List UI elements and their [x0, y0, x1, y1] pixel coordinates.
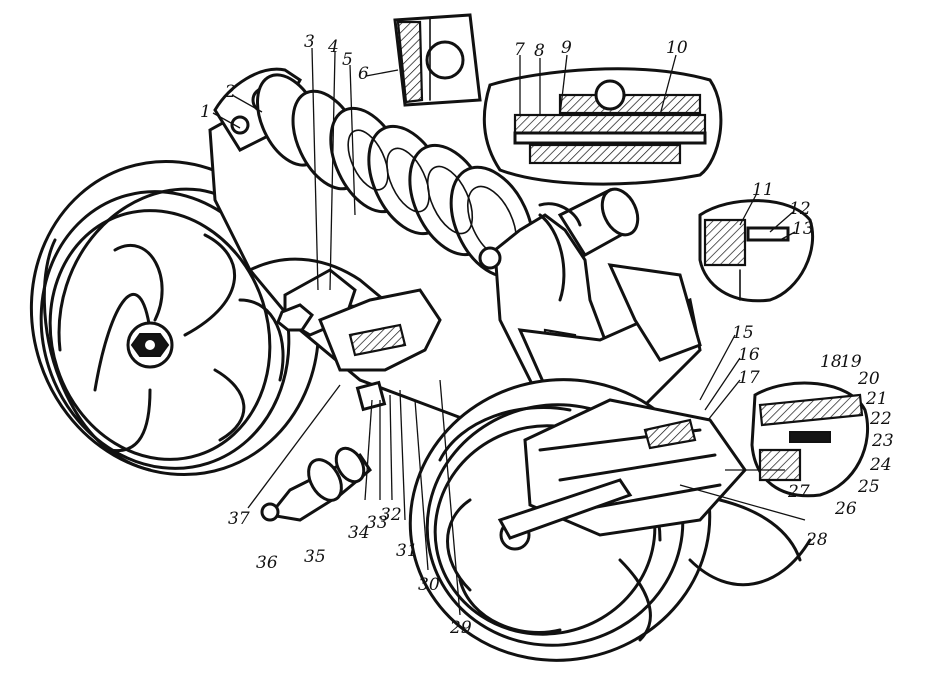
callout-22: 22	[869, 409, 892, 429]
callout-27: 27	[787, 482, 810, 502]
callout-19: 19	[840, 352, 862, 372]
callout-35: 35	[304, 547, 326, 567]
bolt-assembly	[276, 268, 442, 412]
callout-5: 5	[342, 50, 353, 70]
detail-inset-seal-bottom	[750, 381, 870, 498]
callout-13: 13	[792, 219, 814, 239]
callout-28: 28	[805, 530, 828, 550]
callout-17: 17	[738, 368, 760, 388]
callout-7: 7	[514, 40, 525, 60]
callout-11: 11	[752, 180, 774, 200]
callout-33: 33	[366, 513, 388, 533]
callout-30: 30	[418, 575, 440, 595]
detail-inset-seal-top	[698, 199, 815, 303]
callout-25: 25	[857, 477, 880, 497]
callout-32: 32	[380, 505, 402, 525]
callout-24: 24	[869, 455, 892, 475]
gear-housing	[497, 398, 747, 540]
callout-20: 20	[857, 369, 880, 389]
callout-36: 36	[256, 553, 278, 573]
callout-10: 10	[666, 38, 688, 58]
callout-6: 6	[358, 64, 369, 84]
coil-spring	[256, 73, 535, 279]
callout-37: 37	[228, 509, 250, 529]
callout-3: 3	[304, 32, 315, 52]
callout-2: 2	[224, 82, 236, 102]
callout-26: 26	[834, 499, 857, 519]
detail-inset-top	[393, 13, 482, 107]
bottom-bolt	[260, 446, 372, 522]
shaft-tube	[538, 187, 640, 258]
callout-16: 16	[738, 345, 760, 365]
callout-8: 8	[534, 41, 545, 61]
callout-9: 9	[561, 38, 572, 58]
callout-23: 23	[871, 431, 894, 451]
callout-18: 18	[820, 352, 842, 372]
callout-15: 15	[732, 323, 754, 343]
callout-4: 4	[327, 37, 339, 57]
callout-1: 1	[200, 102, 211, 122]
detail-inset-bearing	[482, 67, 723, 186]
callout-31: 31	[396, 541, 418, 561]
callout-34: 34	[348, 523, 370, 543]
callout-12: 12	[789, 199, 811, 219]
callout-29: 29	[449, 618, 472, 638]
leader-lines	[212, 47, 806, 616]
callout-labels: 1 2 3 4 5 6 7 8 9 10 11 12 13 15 16 17 1…	[200, 32, 894, 638]
callout-21: 21	[865, 389, 888, 409]
